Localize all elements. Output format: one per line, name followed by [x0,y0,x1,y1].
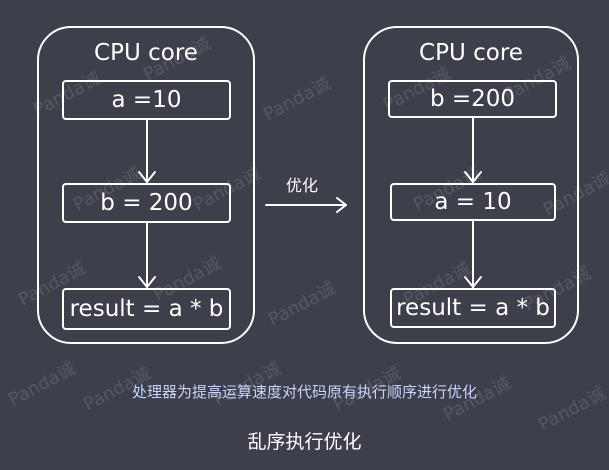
transform-label: 优化 [286,176,319,195]
right-arrowhead-1 [464,171,482,183]
right-cpu-core: CPU core [363,26,579,344]
left-step-1: a =10 [62,80,231,120]
right-arrowhead-2 [464,276,482,288]
right-core-title: CPU core [419,40,523,66]
transform-arrowhead [336,197,347,213]
left-arrowhead-1 [138,171,156,183]
caption: 处理器为提高运算速度对代码原有执行顺序进行优化 [131,383,477,401]
left-step-3: result = a * b [62,288,231,330]
left-cpu-core: CPU core [37,26,255,344]
diagram-subtitle: 乱序执行优化 [247,431,362,453]
left-step-2: b = 200 [62,183,231,223]
left-arrowhead-2 [138,276,156,288]
right-step-1: b =200 [388,80,557,118]
left-core-title: CPU core [94,40,198,66]
right-step-3: result = a * b [390,288,556,328]
